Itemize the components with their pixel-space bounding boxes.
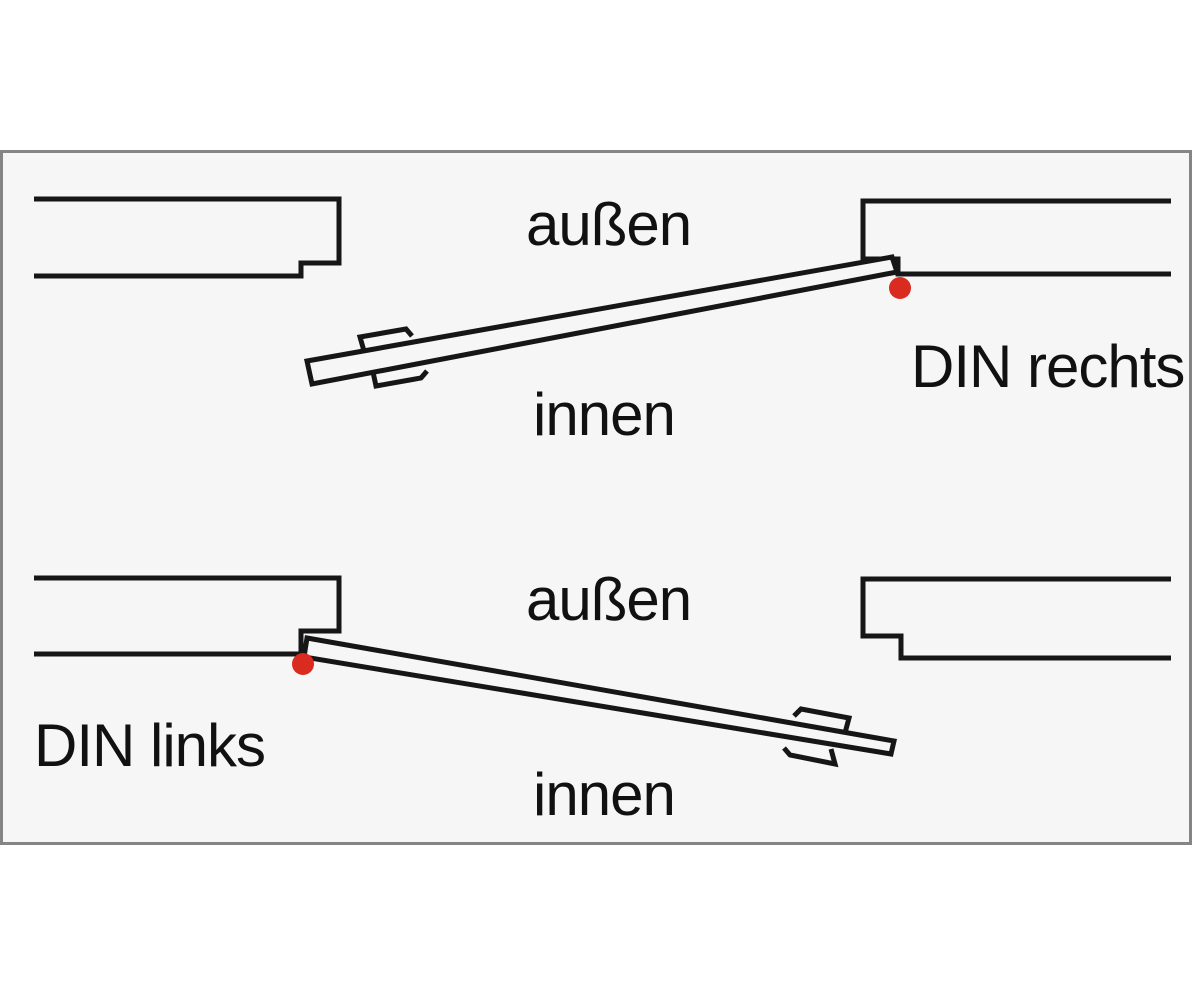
din-rechts-label: DIN rechts	[911, 333, 1185, 400]
top-right-frame	[860, 198, 1171, 277]
top-door-leaf	[304, 254, 901, 387]
bottom-left-frame	[34, 575, 342, 657]
din-links-label: DIN links	[34, 712, 266, 779]
hinge-point-right	[889, 277, 911, 299]
bottom-door-handle-outer	[792, 706, 853, 734]
top-door-handle-outer	[356, 326, 414, 352]
bottom-right-frame	[860, 576, 1171, 661]
top-outside-label: außen	[526, 191, 692, 258]
diagram-canvas	[34, 196, 1171, 768]
bottom-door-handle-inner	[782, 746, 839, 768]
bottom-door-leaf	[301, 635, 898, 757]
top-door-handle-inner	[370, 369, 429, 389]
diagram-panel: außen innen DIN rechts außen innen DIN l…	[0, 150, 1192, 845]
top-inside-label: innen	[533, 381, 676, 448]
bottom-outside-label: außen	[526, 566, 692, 633]
bottom-inside-label: innen	[533, 761, 676, 828]
hinge-point-left	[292, 653, 314, 675]
top-left-frame	[34, 196, 342, 279]
